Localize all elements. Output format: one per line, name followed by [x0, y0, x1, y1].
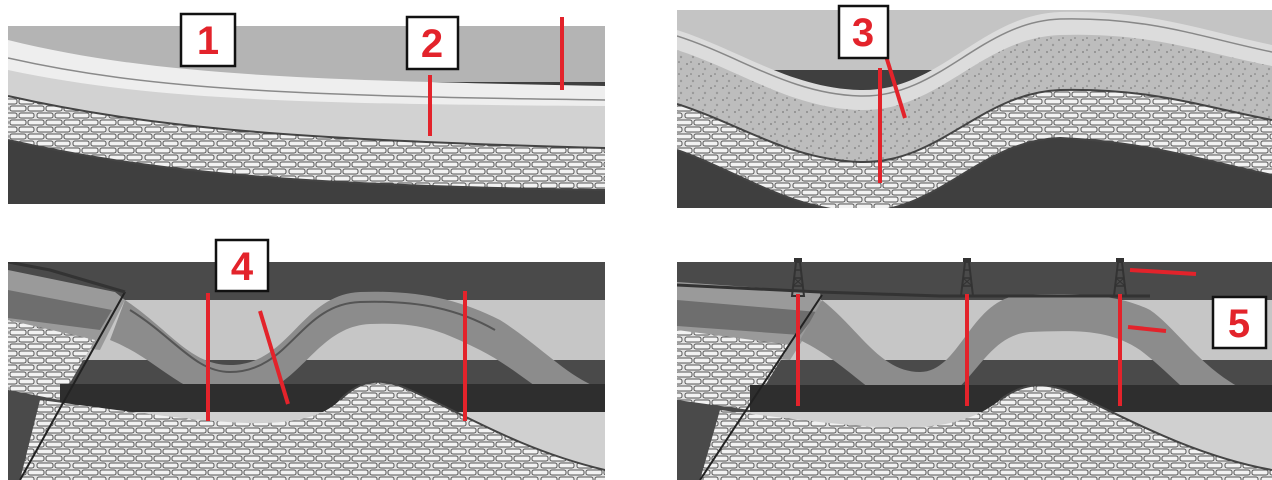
label-box-3: 3 — [839, 6, 888, 58]
panel-2-folded-layers — [677, 10, 1272, 212]
label-box-4: 4 — [216, 240, 268, 291]
panel-3-fault-trap — [8, 262, 605, 480]
label-5: 5 — [1228, 302, 1250, 346]
label-2: 2 — [421, 22, 443, 66]
label-box-2: 2 — [407, 17, 458, 69]
label-box-5: 5 — [1213, 297, 1266, 348]
label-box-1: 1 — [181, 14, 235, 66]
panel-1-flat-layers — [8, 26, 605, 204]
label-1: 1 — [197, 19, 219, 63]
label-4: 4 — [231, 245, 254, 289]
label-3: 3 — [852, 11, 874, 55]
panel-4-derricks — [677, 262, 1272, 480]
